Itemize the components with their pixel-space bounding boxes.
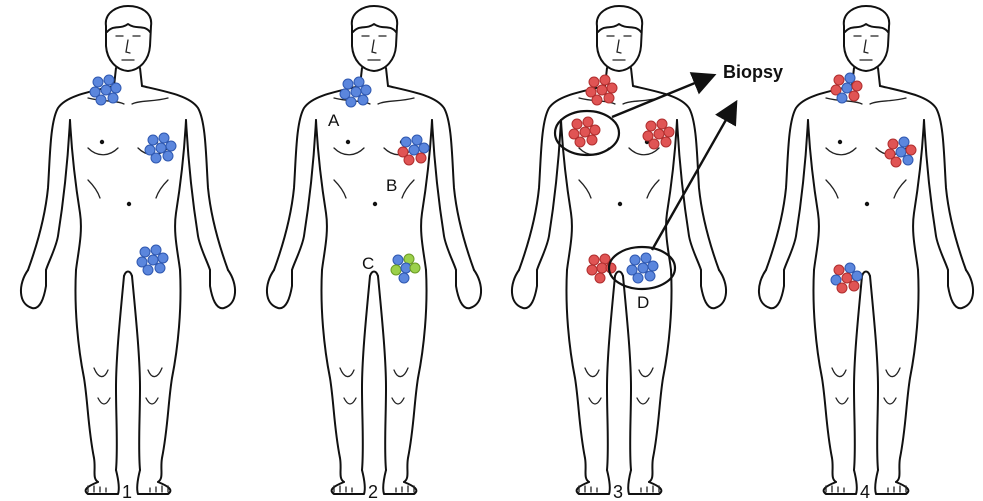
region-label-b: B bbox=[386, 176, 397, 195]
region-label-d: D bbox=[637, 293, 649, 312]
lymph-node-cluster bbox=[137, 245, 168, 275]
figure-number-4: 4 bbox=[860, 482, 870, 501]
body-figure-4 bbox=[759, 6, 973, 494]
lymph-node-cluster bbox=[831, 73, 862, 103]
lymph-node-cluster bbox=[391, 254, 420, 283]
lymph-node-cluster bbox=[90, 75, 121, 105]
figure-number-3: 3 bbox=[613, 482, 623, 501]
body-figure-1 bbox=[21, 6, 235, 494]
lymph-node-cluster bbox=[398, 135, 429, 165]
lymph-node-cluster bbox=[569, 117, 600, 147]
biopsy-arrow-1 bbox=[612, 76, 712, 117]
lymph-node-cluster bbox=[145, 133, 176, 163]
figure-number-2: 2 bbox=[368, 482, 378, 501]
body-figure-3 bbox=[512, 6, 726, 494]
lymph-node-cluster bbox=[643, 119, 674, 149]
lymph-node-cluster bbox=[885, 137, 916, 167]
region-label-c: C bbox=[362, 254, 374, 273]
lymph-node-cluster bbox=[340, 77, 371, 107]
lymph-node-cluster bbox=[831, 263, 862, 293]
figure-number-1: 1 bbox=[122, 482, 132, 501]
region-label-a: A bbox=[328, 111, 340, 130]
body-figure-2 bbox=[267, 6, 481, 494]
biopsy-label: Biopsy bbox=[723, 62, 783, 82]
lymph-node-cluster bbox=[627, 253, 658, 283]
